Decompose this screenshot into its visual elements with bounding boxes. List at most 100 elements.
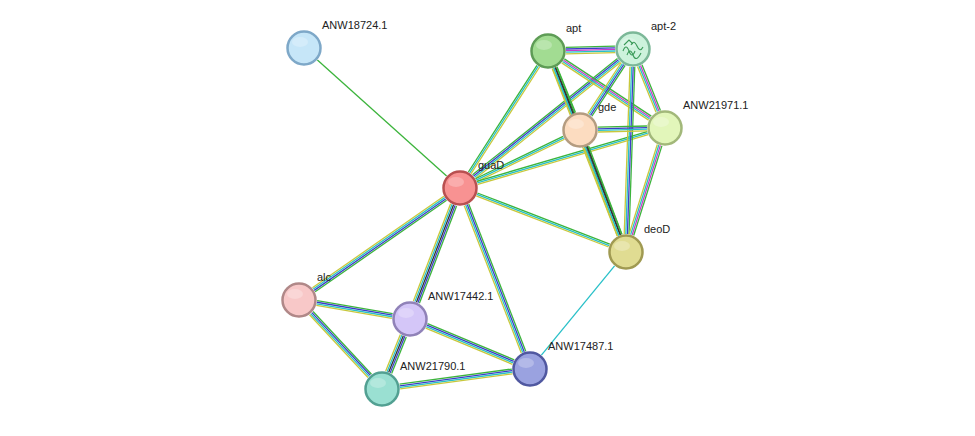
node-highlight xyxy=(536,40,552,50)
evidence-line xyxy=(477,139,565,181)
protein-node: ANW17442.1 xyxy=(392,301,428,337)
evidence-line xyxy=(566,53,615,54)
node-circle xyxy=(392,301,428,337)
node-label: deoD xyxy=(644,223,670,236)
node-label: ANW17487.1 xyxy=(548,340,613,353)
protein-node: ANW17487.1 xyxy=(512,351,548,387)
node-circle xyxy=(530,33,566,69)
node-circle-fill xyxy=(564,114,597,147)
evidence-line xyxy=(466,205,523,352)
node-circle-fill xyxy=(366,373,399,406)
evidence-line xyxy=(598,131,647,132)
evidence-line xyxy=(587,147,620,235)
node-label: ANW21790.1 xyxy=(400,360,465,373)
node-highlight xyxy=(287,289,303,299)
evidence-line xyxy=(557,67,622,234)
node-highlight xyxy=(448,177,464,187)
node-highlight xyxy=(653,117,669,127)
node-circle xyxy=(364,371,400,407)
evidence-line xyxy=(317,304,393,317)
node-highlight xyxy=(614,241,630,251)
node-circle-fill xyxy=(288,32,321,65)
node-circle xyxy=(615,31,651,67)
evidence-line xyxy=(400,371,512,386)
interaction-edge xyxy=(477,132,648,185)
evidence-line xyxy=(413,204,450,301)
evidence-line xyxy=(400,372,512,387)
evidence-line xyxy=(631,145,659,235)
evidence-line xyxy=(426,327,513,363)
node-label: ANW21971.1 xyxy=(683,99,748,112)
evidence-line xyxy=(632,145,660,235)
interaction-edge xyxy=(552,67,621,236)
node-label: guaD xyxy=(478,159,504,172)
evidence-line xyxy=(589,146,622,234)
structure-glyph xyxy=(624,40,633,45)
evidence-line xyxy=(586,147,619,235)
evidence-line xyxy=(477,193,609,244)
evidence-line xyxy=(629,144,657,234)
node-circle-fill xyxy=(532,35,565,68)
interaction-edge xyxy=(584,146,622,236)
protein-node: apt-2 xyxy=(615,31,651,67)
node-highlight xyxy=(292,37,308,47)
evidence-line xyxy=(640,65,658,111)
evidence-line xyxy=(310,315,368,378)
node-circle-fill xyxy=(649,112,682,145)
interaction-edge xyxy=(468,65,539,173)
evidence-line xyxy=(598,128,647,129)
evidence-line xyxy=(588,63,621,114)
interaction-edge xyxy=(310,312,372,378)
node-circle-fill xyxy=(444,172,477,205)
node-highlight xyxy=(568,119,584,129)
evidence-line xyxy=(387,335,402,372)
node-label: ANW18724.1 xyxy=(322,19,387,32)
evidence-line xyxy=(566,49,615,50)
interaction-edge xyxy=(638,65,661,112)
evidence-line xyxy=(598,126,647,127)
protein-node: ANW18724.1 xyxy=(286,30,322,66)
node-highlight xyxy=(518,358,534,368)
evidence-line xyxy=(554,68,619,235)
node-circle xyxy=(442,170,478,206)
protein-node: ANW21790.1 xyxy=(364,371,400,407)
node-circle-fill xyxy=(394,303,427,336)
interaction-edge xyxy=(598,126,647,132)
evidence-line xyxy=(400,374,512,389)
node-circle xyxy=(286,30,322,66)
protein-node: ANW21971.1 xyxy=(647,110,683,146)
evidence-line xyxy=(428,324,515,360)
evidence-line xyxy=(478,135,648,185)
protein-node: deoD xyxy=(608,234,644,270)
evidence-line xyxy=(426,328,513,364)
evidence-line xyxy=(475,61,620,177)
evidence-line xyxy=(476,196,608,247)
interaction-edge xyxy=(413,204,456,304)
evidence-line xyxy=(469,204,526,351)
interaction-edge xyxy=(588,63,625,117)
evidence-line xyxy=(566,46,615,47)
node-circle xyxy=(281,282,317,318)
evidence-line xyxy=(415,204,452,301)
evidence-line xyxy=(566,48,615,49)
evidence-line xyxy=(312,313,370,376)
evidence-line xyxy=(473,58,618,174)
node-circle-fill xyxy=(610,236,643,269)
node-circle xyxy=(512,351,548,387)
evidence-line xyxy=(591,65,624,116)
evidence-line xyxy=(477,194,609,245)
evidence-line xyxy=(555,67,620,234)
evidence-line xyxy=(638,67,656,113)
interaction-edge xyxy=(566,46,615,54)
evidence-line xyxy=(589,64,622,115)
node-circle xyxy=(608,234,644,270)
evidence-line xyxy=(563,62,650,119)
evidence-line xyxy=(634,146,662,236)
evidence-line xyxy=(317,302,393,315)
evidence-line xyxy=(317,60,446,176)
node-label: gde xyxy=(598,101,616,114)
protein-node: guaD xyxy=(442,170,478,206)
node-label: ANW17442.1 xyxy=(428,290,493,303)
interaction-edge xyxy=(541,266,614,355)
